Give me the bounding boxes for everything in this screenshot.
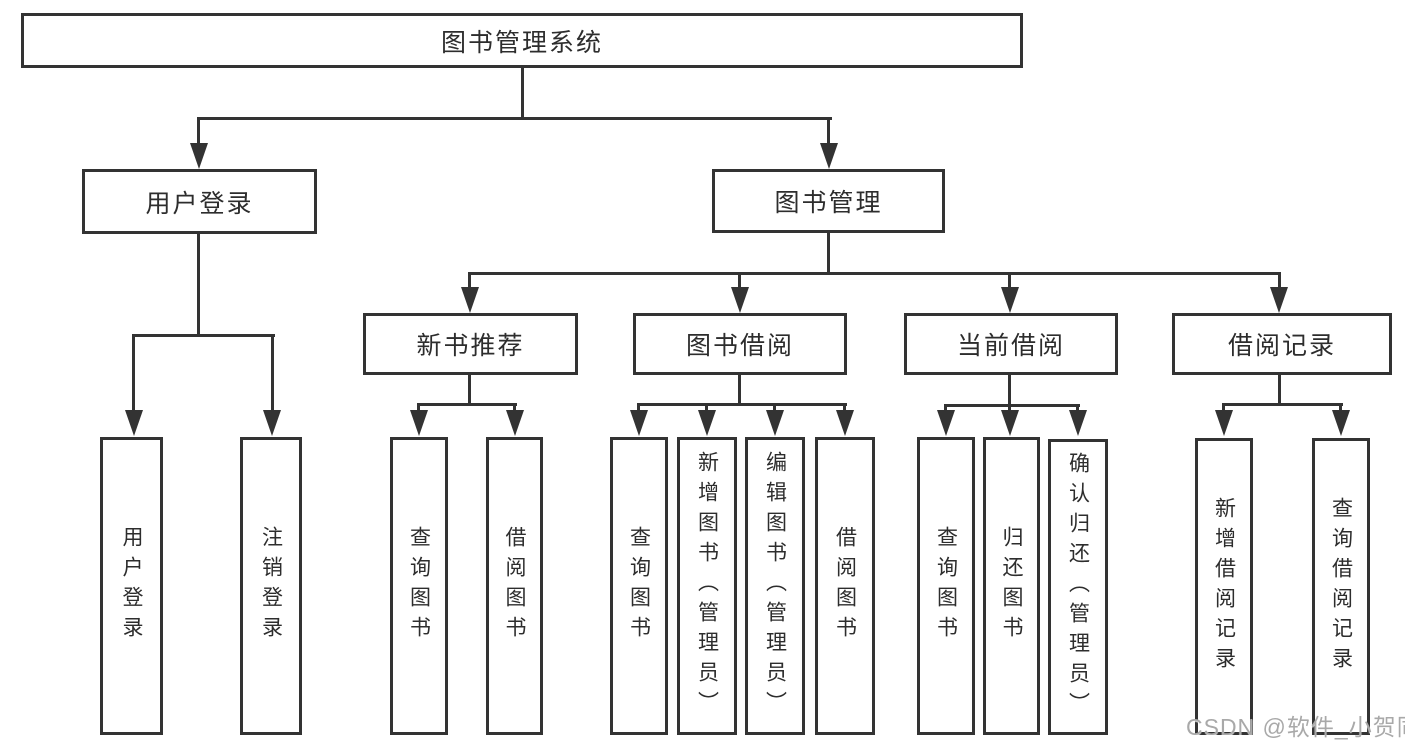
connector-line: [773, 403, 776, 413]
arrowhead-icon: [1069, 410, 1087, 436]
leaf-query-books-3: 查询图书: [917, 437, 975, 735]
node-user-login: 用户登录: [82, 169, 317, 234]
leaf-label: 查询借阅记录: [1329, 496, 1353, 677]
connector-line: [197, 234, 200, 337]
arrowhead-icon: [263, 410, 281, 436]
connector-line: [521, 68, 524, 119]
arrowhead-icon: [1270, 287, 1288, 313]
connector-line: [468, 272, 471, 289]
arrowhead-icon: [836, 410, 854, 436]
leaf-label: 查询图书: [407, 526, 431, 646]
leaf-query-borrow-record: 查询借阅记录: [1312, 438, 1370, 735]
leaf-label: 归还图书: [1000, 526, 1023, 646]
arrowhead-icon: [766, 410, 784, 436]
arrowhead-icon: [937, 410, 955, 436]
arrowhead-icon: [1001, 287, 1019, 313]
connector-line: [1222, 403, 1225, 413]
leaf-label: 查询图书: [627, 526, 651, 646]
leaf-label: 编辑图书（管理员）: [763, 451, 787, 721]
connector-line: [1339, 403, 1342, 413]
arrowhead-icon: [190, 143, 208, 169]
connector-line: [738, 272, 741, 289]
node-borrow-records: 借阅记录: [1172, 313, 1392, 375]
connector-line: [944, 404, 947, 413]
arrowhead-icon: [630, 410, 648, 436]
leaf-label: 借阅图书: [833, 526, 857, 646]
connector-line: [468, 375, 471, 406]
node-label: 新书推荐: [416, 332, 525, 360]
connector-line: [944, 404, 1080, 407]
leaf-label: 新增借阅记录: [1212, 496, 1236, 677]
arrowhead-icon: [1332, 410, 1350, 436]
leaf-label: 新增图书（管理员）: [695, 451, 719, 721]
connector-line: [1278, 272, 1281, 289]
node-root-book-management-system: 图书管理系统: [21, 13, 1023, 68]
leaf-add-books-admin: 新增图书（管理员）: [677, 437, 737, 735]
connector-line: [637, 403, 847, 406]
arrowhead-icon: [461, 287, 479, 313]
leaf-borrow-books-2: 借阅图书: [815, 437, 875, 735]
node-label: 用户登录: [145, 189, 254, 218]
leaf-logout: 注销登录: [240, 437, 302, 735]
leaf-query-books-1: 查询图书: [390, 437, 448, 735]
connector-line: [1278, 375, 1281, 406]
node-new-book-recommend: 新书推荐: [363, 313, 578, 375]
connector-line: [1076, 404, 1079, 413]
arrowhead-icon: [1001, 410, 1019, 436]
connector-line: [637, 403, 640, 413]
connector-line: [827, 233, 830, 274]
connector-line: [513, 403, 516, 413]
leaf-query-books-2: 查询图书: [610, 437, 668, 735]
arrowhead-icon: [410, 410, 428, 436]
arrowhead-icon: [506, 410, 524, 436]
node-book-borrowing: 图书借阅: [633, 313, 847, 375]
connector-line: [271, 334, 274, 412]
leaf-user-login: 用户登录: [100, 437, 163, 735]
node-label: 借阅记录: [1227, 332, 1336, 360]
connector-line: [468, 272, 1281, 275]
connector-line: [197, 117, 832, 120]
leaf-edit-books-admin: 编辑图书（管理员）: [745, 437, 805, 735]
connector-line: [1222, 403, 1343, 406]
connector-line: [417, 403, 420, 413]
connector-line: [132, 334, 275, 337]
node-label: 图书管理: [774, 189, 883, 217]
connector-line: [738, 375, 741, 406]
leaf-add-borrow-record: 新增借阅记录: [1195, 438, 1253, 735]
node-label: 图书借阅: [685, 332, 794, 360]
leaf-label: 查询图书: [934, 526, 958, 646]
connector-line: [197, 117, 200, 147]
arrowhead-icon: [1215, 410, 1233, 436]
leaf-return-books: 归还图书: [983, 437, 1040, 735]
arrowhead-icon: [731, 287, 749, 313]
arrowhead-icon: [125, 410, 143, 436]
leaf-label: 借阅图书: [503, 526, 526, 646]
csdn-watermark: CSDN @软件_小贺同学: [1186, 714, 1405, 740]
node-label: 当前借阅: [956, 332, 1065, 360]
node-current-borrowing: 当前借阅: [904, 313, 1118, 375]
leaf-label: 注销登录: [259, 526, 283, 646]
leaf-confirm-return-admin: 确认归还（管理员）: [1048, 439, 1108, 735]
connector-line: [417, 403, 517, 406]
connector-line: [1008, 272, 1011, 289]
connector-line: [843, 403, 846, 413]
connector-line: [132, 334, 135, 412]
arrowhead-icon: [820, 143, 838, 169]
node-book-management: 图书管理: [712, 169, 945, 233]
node-label: 图书管理系统: [440, 28, 603, 57]
arrowhead-icon: [698, 410, 716, 436]
connector-line: [827, 117, 830, 147]
leaf-borrow-books-1: 借阅图书: [486, 437, 543, 735]
leaf-label: 确认归还（管理员）: [1066, 452, 1090, 722]
leaf-label: 用户登录: [120, 526, 143, 646]
connector-line: [1008, 404, 1011, 413]
connector-line: [1008, 375, 1011, 407]
connector-line: [705, 403, 708, 413]
